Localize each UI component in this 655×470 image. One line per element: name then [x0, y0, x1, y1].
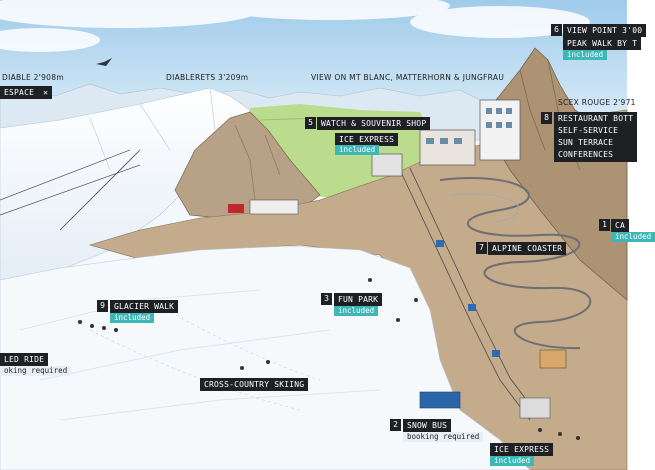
- gondolas: [436, 240, 500, 357]
- snowcat: [228, 204, 244, 213]
- espace-text: ESPACE: [4, 88, 35, 97]
- clouds: [0, 0, 590, 52]
- espace-label[interactable]: ESPACE ✕: [0, 86, 53, 99]
- map-illustration: [0, 0, 628, 470]
- poi-number-fun-park[interactable]: 3: [321, 293, 332, 305]
- coaster-track: [439, 176, 592, 350]
- restaurant-line-1: RESTAURANT BOTT: [558, 114, 634, 123]
- ice-express-top-label[interactable]: ICE EXPRESS: [335, 133, 399, 146]
- sled-ride-label[interactable]: LED RIDE: [0, 353, 49, 366]
- poi-number-restaurant[interactable]: 8: [541, 112, 552, 124]
- ca-included-tag: included: [611, 232, 655, 242]
- poi-number-glacier-walk[interactable]: 9: [97, 300, 108, 312]
- ridge-building: [249, 199, 299, 215]
- view-label: VIEW ON MT BLANC, MATTERHORN & JUNGFRAU: [311, 73, 505, 82]
- alpine-coaster-label[interactable]: ALPINE COASTER: [488, 242, 567, 255]
- watch-shop-label[interactable]: WATCH & SOUVENIR SHOP: [317, 117, 431, 130]
- poi-number-watch-shop[interactable]: 5: [305, 117, 316, 129]
- glacier-walk-included-tag: included: [110, 313, 155, 323]
- poi-number-snow-bus[interactable]: 2: [390, 419, 401, 431]
- glacier-walk-label[interactable]: GLACIER WALK: [110, 300, 179, 313]
- fun-park-included-tag: included: [334, 306, 379, 316]
- bottom-station: [519, 397, 551, 419]
- ice-express-top-included-tag: included: [335, 145, 380, 155]
- poi-number-ca[interactable]: 1: [599, 219, 610, 231]
- restaurant-label[interactable]: RESTAURANT BOTT SELF-SERVICE SUN TERRACE…: [554, 112, 638, 162]
- chalet: [539, 349, 567, 369]
- people: [78, 278, 580, 440]
- ca-label[interactable]: CA: [611, 219, 630, 232]
- cross-country-label[interactable]: CROSS-COUNTRY SKIING: [200, 378, 309, 391]
- viewpoint-included-tag: included: [563, 50, 608, 60]
- summit-buildings: [371, 99, 521, 177]
- central-ridge: [174, 111, 321, 221]
- bird-icon: [96, 58, 112, 66]
- restaurant-line-3: SUN TERRACE: [558, 138, 614, 147]
- poi-number-viewpoint[interactable]: 6: [551, 24, 562, 36]
- snow-bus-vehicle: [419, 391, 461, 409]
- poi-number-alpine-coaster[interactable]: 7: [476, 242, 487, 254]
- oldenhorn-label: DIABLE 2'908m: [2, 73, 64, 82]
- ice-express-bottom-label[interactable]: ICE EXPRESS: [490, 443, 554, 456]
- diablerets-label: DIABLERETS 3'209m: [166, 73, 249, 82]
- snow-bus-label[interactable]: SNOW BUS: [403, 419, 452, 432]
- restaurant-line-2: SELF-SERVICE: [558, 126, 619, 135]
- ice-express-bottom-included-tag: included: [490, 456, 535, 466]
- scex-rouge-label: SCEX ROUGE 2'971: [558, 98, 636, 107]
- snow-bus-booking-tag: booking required: [403, 432, 484, 442]
- drag-lifts: [0, 149, 141, 216]
- fun-park-label[interactable]: FUN PARK: [334, 293, 383, 306]
- peak-walk-label[interactable]: PEAK WALK BY T: [563, 37, 642, 50]
- viewpoint-label[interactable]: VIEW POINT 3'00: [563, 24, 647, 37]
- restaurant-line-4: CONFERENCES: [558, 150, 614, 159]
- sled-ride-booking-tag: oking required: [0, 366, 72, 376]
- close-x-icon: ✕: [43, 88, 49, 97]
